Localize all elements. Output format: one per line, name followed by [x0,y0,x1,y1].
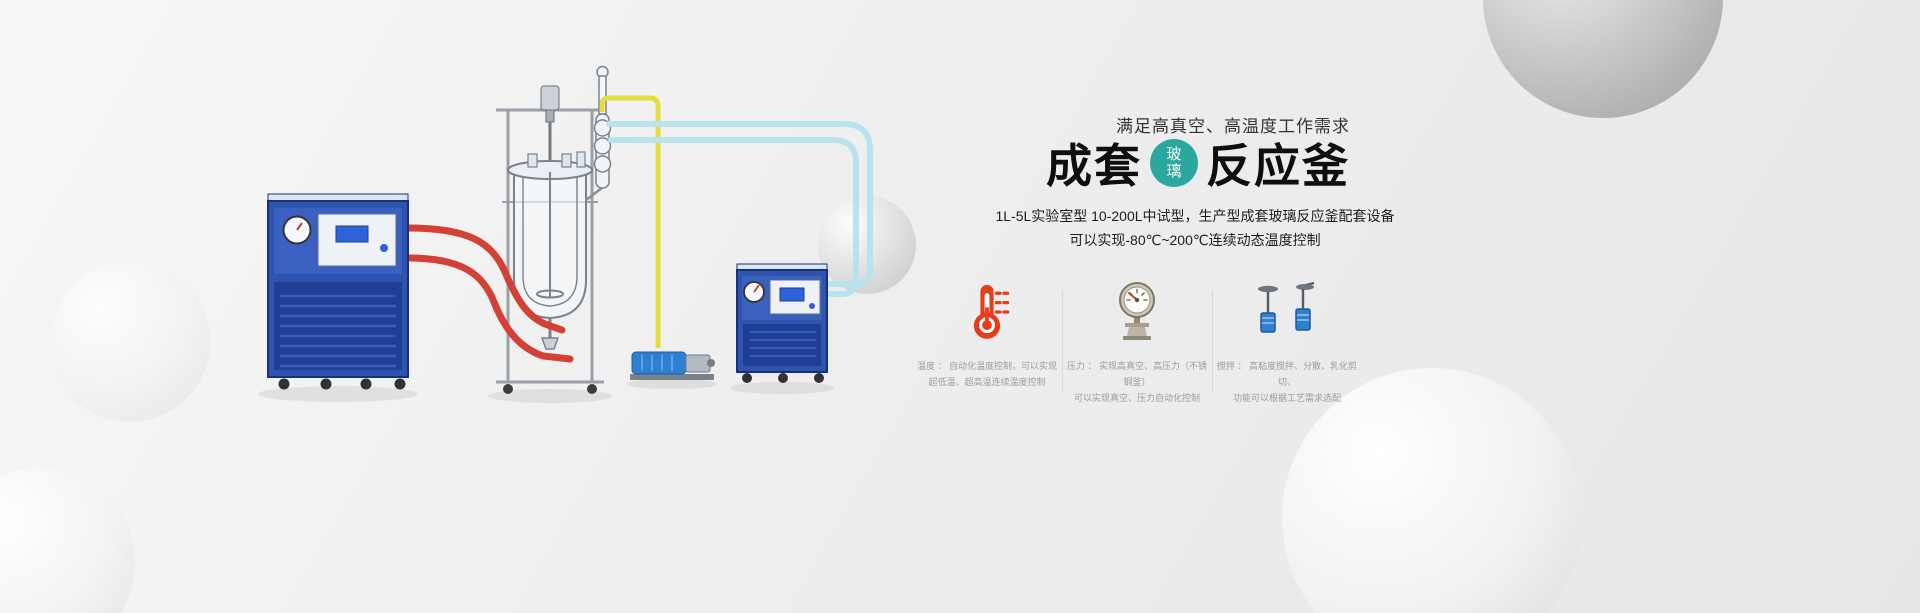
left-chiller [267,193,409,390]
title-left: 成套 [1046,140,1142,192]
glass-badge: 玻 璃 [1150,139,1198,187]
title-right: 反应釜 [1206,140,1350,192]
feature-row: 温度 ： 自动化温度控制，可以实现 超低温、超高温连续温度控制 [912,280,1362,406]
floor-shadows [258,379,834,403]
feature-pressure: 压力 ： 实现高真空、高压力（不锈钢釜） 可以实现真空、压力自动化控制 [1062,280,1212,406]
feature-pressure-line1: 压力 ： 实现高真空、高压力（不锈钢釜） [1066,361,1207,387]
feature-pressure-line2: 可以实现真空、压力自动化控制 [1073,393,1200,403]
feature-stirring-line1: 搅拌 ： 高粘度搅拌、分散、乳化剪切、 [1216,361,1357,387]
pressure-gauge-icon [1119,282,1155,340]
feature-temperature: 温度 ： 自动化温度控制，可以实现 超低温、超高温连续温度控制 [912,280,1062,406]
thermometer-icon [973,284,1013,339]
banner-title: 成套 玻 璃 反应釜 [1046,139,1350,192]
feature-divider-2 [1212,290,1213,392]
feature-temperature-line2: 超低温、超高温连续温度控制 [928,377,1046,387]
reactor-motor [540,85,560,166]
desc-line-1: 1L-5L实验室型 10-200L中试型，生产型成套玻璃反应釜配套设备 [995,208,1395,224]
heating-tubes-red [404,224,574,363]
reactor-vessel [507,151,593,350]
vacuum-tube-yellow [599,95,661,348]
feature-stirring: 搅拌 ： 高粘度搅拌、分散、乳化剪切、 功能可以根据工艺需求选配 [1212,280,1362,406]
vacuum-pump [630,351,715,380]
banner-subtitle: 满足高真空、高温度工作需求 [1116,117,1350,136]
decor-sphere-bottom-left [0,468,135,613]
feature-stirring-line2: 功能可以根据工艺需求选配 [1232,393,1341,403]
condenser [585,65,612,201]
feature-temperature-line1: 温度 ： 自动化温度控制，可以实现 [916,361,1057,371]
equipment-illustration [258,65,873,403]
feature-divider-1 [1062,290,1063,392]
glass-badge-line2: 璃 [1166,163,1182,180]
decor-sphere-bottom-right [1282,368,1582,613]
right-chiller [736,263,828,383]
coolant-tubes-cyan [606,121,873,297]
decor-sphere-top-right [1483,0,1723,118]
stirrer-icon [1258,281,1315,333]
decor-sphere-left [50,262,210,422]
glass-badge-line1: 玻 [1166,146,1182,163]
desc-line-2: 可以实现-80℃~200℃连续动态温度控制 [1069,232,1321,248]
